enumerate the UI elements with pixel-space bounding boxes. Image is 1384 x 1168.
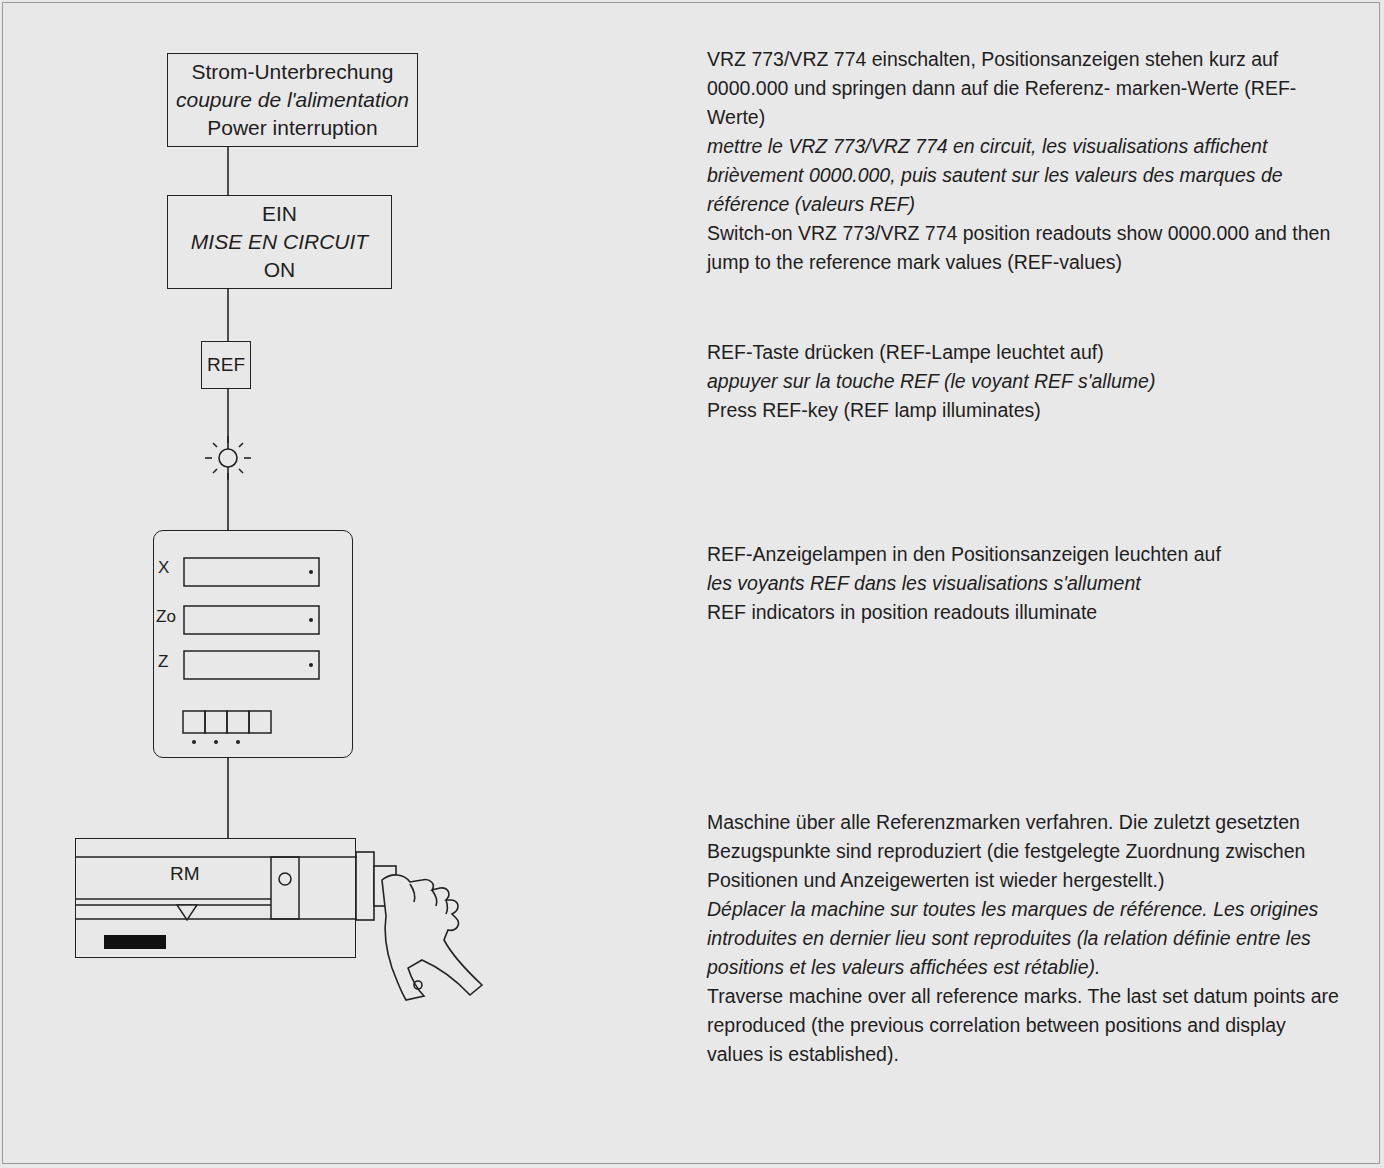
readout-window bbox=[184, 651, 319, 679]
key bbox=[183, 711, 205, 733]
description-text: REF-Anzeigelampen in den Positionsanzeig… bbox=[707, 540, 1347, 569]
key-dot bbox=[192, 740, 196, 744]
step-description: REF-Anzeigelampen in den Positionsanzeig… bbox=[707, 540, 1347, 627]
box-text: REF bbox=[207, 345, 245, 385]
description-text: REF indicators in position readouts illu… bbox=[707, 598, 1347, 627]
description-text: appuyer sur la touche REF (le voyant REF… bbox=[707, 367, 1347, 396]
description-text: Maschine über alle Referenzmarken verfah… bbox=[707, 808, 1347, 895]
axis-label: Z bbox=[158, 652, 168, 672]
ref-indicator bbox=[309, 618, 313, 622]
box-text: MISE EN CIRCUIT bbox=[191, 228, 368, 256]
description-text: Switch-on VRZ 773/VRZ 774 position reado… bbox=[707, 219, 1347, 277]
description-text: les voyants REF dans les visualisations … bbox=[707, 569, 1347, 598]
key bbox=[205, 711, 227, 733]
flow-line bbox=[227, 289, 229, 341]
key bbox=[249, 711, 271, 733]
description-text: VRZ 773/VRZ 774 einschalten, Positionsan… bbox=[707, 45, 1347, 132]
display-unit: X ZoZ bbox=[153, 530, 353, 758]
ref-indicator bbox=[309, 570, 313, 574]
description-text: Traverse machine over all reference mark… bbox=[707, 982, 1347, 1069]
readout-drawing bbox=[154, 531, 352, 757]
process-box: EINMISE EN CIRCUITON bbox=[167, 195, 392, 289]
lamp-symbol bbox=[205, 436, 251, 480]
flow-line bbox=[227, 147, 229, 195]
box-text: EIN bbox=[262, 200, 297, 228]
readout-window bbox=[184, 558, 319, 586]
readout-window bbox=[184, 606, 319, 634]
key bbox=[227, 711, 249, 733]
slide-drawing bbox=[76, 839, 355, 957]
key-dot bbox=[236, 740, 240, 744]
key-dot bbox=[214, 740, 218, 744]
machine-slide: RM bbox=[75, 838, 356, 958]
description-text: mettre le VRZ 773/VRZ 774 en circuit, le… bbox=[707, 132, 1347, 219]
axis-label: X bbox=[158, 558, 169, 578]
box-text: coupure de l'alimentation bbox=[176, 86, 409, 114]
key-box: REF bbox=[201, 341, 251, 389]
description-text: Déplacer la machine sur toutes les marqu… bbox=[707, 895, 1347, 982]
description-text: Press REF-key (REF lamp illuminates) bbox=[707, 396, 1347, 425]
box-text: Strom-Unterbrechung bbox=[191, 58, 393, 86]
flow-line bbox=[227, 758, 229, 838]
step-description: VRZ 773/VRZ 774 einschalten, Positionsan… bbox=[707, 45, 1347, 277]
process-box: Strom-Unterbrechungcoupure de l'alimenta… bbox=[167, 53, 418, 147]
ref-indicator bbox=[309, 663, 313, 667]
description-text: REF-Taste drücken (REF-Lampe leuchtet au… bbox=[707, 338, 1347, 367]
axis-label: Zo bbox=[156, 607, 176, 627]
handle-and-hand bbox=[356, 852, 482, 1000]
mark-label: RM bbox=[170, 863, 200, 886]
scale-bar bbox=[104, 935, 166, 949]
step-description: Maschine über alle Referenzmarken verfah… bbox=[707, 808, 1347, 1069]
slide-lines bbox=[76, 857, 357, 920]
box-text: Power interruption bbox=[207, 114, 377, 142]
box-text: ON bbox=[264, 256, 296, 284]
step-description: REF-Taste drücken (REF-Lampe leuchtet au… bbox=[707, 338, 1347, 425]
